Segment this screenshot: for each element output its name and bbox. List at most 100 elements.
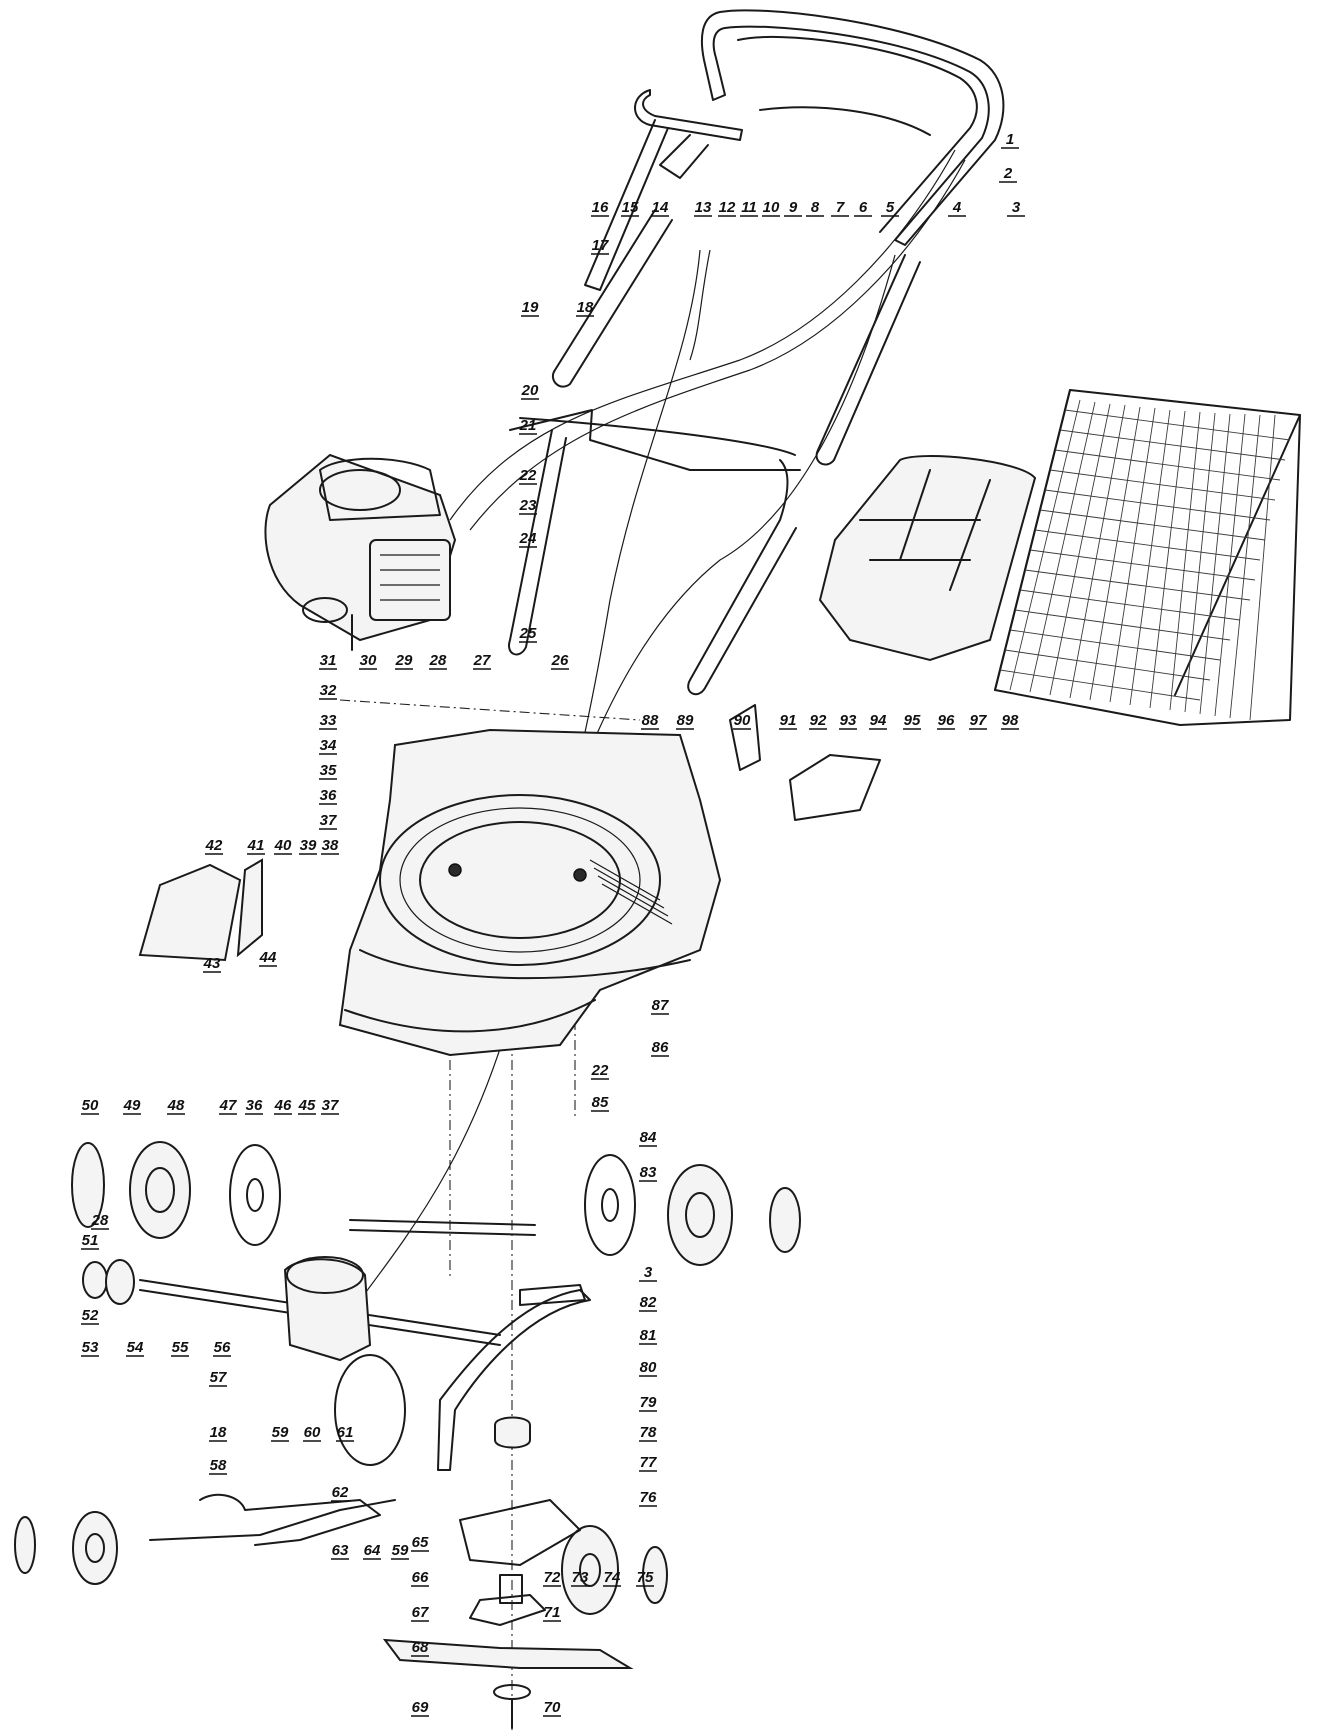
part-callout-36: 36: [319, 787, 337, 805]
part-number-label: 28: [91, 1212, 109, 1229]
part-callout-40: 40: [274, 837, 292, 855]
upper-handle: [584, 9, 1005, 291]
part-callout-17: 17: [591, 237, 609, 255]
part-callout-43: 43: [203, 955, 221, 973]
part-number-label: 5: [886, 199, 895, 216]
part-number-label: 94: [870, 712, 887, 729]
part-number-label: 29: [395, 652, 413, 669]
gearbox-assembly: [82, 1256, 586, 1466]
part-callout-13: 13: [694, 199, 712, 217]
part-number-label: 76: [640, 1489, 657, 1506]
part-callout-31: 31: [319, 652, 337, 670]
part-callout-28: 28: [91, 1212, 109, 1230]
part-number-label: 89: [677, 712, 694, 729]
part-number-label: 22: [591, 1062, 609, 1079]
part-callout-96: 96: [937, 712, 955, 730]
part-callout-32: 32: [319, 682, 337, 700]
part-number-label: 65: [412, 1534, 429, 1551]
part-number-label: 82: [640, 1294, 657, 1311]
part-callout-37: 37: [319, 812, 337, 830]
part-callout-37: 37: [321, 1097, 339, 1115]
part-number-label: 11: [741, 199, 757, 216]
part-callout-95: 95: [903, 712, 921, 730]
part-callout-69: 69: [411, 1699, 429, 1717]
part-callout-80: 80: [639, 1359, 657, 1377]
part-callout-51: 51: [81, 1232, 99, 1250]
part-number-label: 2: [1003, 165, 1013, 182]
part-number-label: 64: [364, 1542, 381, 1559]
part-callout-54: 54: [126, 1339, 144, 1357]
part-number-label: 34: [320, 737, 337, 754]
part-callout-42: 42: [205, 837, 223, 855]
part-callout-8: 8: [806, 199, 824, 217]
engine: [264, 453, 457, 651]
part-number-label: 77: [640, 1454, 657, 1471]
part-callout-63: 63: [331, 1542, 349, 1560]
part-number-label: 36: [246, 1097, 263, 1114]
part-callout-70: 70: [543, 1699, 561, 1717]
part-callout-25: 25: [519, 625, 537, 643]
part-number-label: 80: [640, 1359, 657, 1376]
part-number-label: 18: [577, 299, 594, 316]
part-number-label: 97: [970, 712, 987, 729]
part-number-label: 60: [304, 1424, 321, 1441]
part-number-label: 52: [82, 1307, 99, 1324]
part-callout-71: 71: [543, 1604, 561, 1622]
part-number-label: 37: [322, 1097, 339, 1114]
part-number-label: 58: [210, 1457, 227, 1474]
part-number-label: 46: [274, 1097, 292, 1114]
part-callout-16: 16: [591, 199, 609, 217]
part-callout-98: 98: [1001, 712, 1019, 730]
part-callout-97: 97: [969, 712, 987, 730]
part-number-label: 79: [640, 1394, 657, 1411]
part-callout-18: 18: [209, 1424, 227, 1442]
part-number-label: 71: [544, 1604, 561, 1621]
part-callout-35: 35: [319, 762, 337, 780]
part-callout-73: 73: [571, 1569, 589, 1587]
part-number-label: 88: [642, 712, 659, 729]
part-callout-83: 83: [639, 1164, 657, 1182]
part-callout-3: 3: [639, 1264, 657, 1282]
part-callout-74: 74: [603, 1569, 621, 1587]
blade-assembly: [382, 1416, 634, 1729]
part-callout-27: 27: [473, 652, 491, 670]
part-callout-90: 90: [733, 712, 751, 730]
part-callout-93: 93: [839, 712, 857, 730]
part-number-label: 81: [640, 1327, 657, 1344]
part-number-label: 44: [259, 949, 277, 966]
part-number-label: 35: [320, 762, 337, 779]
part-callout-5: 5: [881, 199, 899, 217]
part-number-label: 66: [412, 1569, 429, 1586]
part-callout-19: 19: [521, 299, 539, 317]
part-number-label: 54: [127, 1339, 144, 1356]
part-callout-22: 22: [519, 467, 537, 485]
part-callout-6: 6: [854, 199, 872, 217]
part-callout-84: 84: [639, 1129, 657, 1147]
part-number-label: 10: [763, 199, 780, 216]
part-number-label: 33: [320, 712, 337, 729]
part-number-label: 38: [322, 837, 339, 854]
part-callout-18: 18: [576, 299, 594, 317]
part-number-label: 7: [836, 199, 845, 216]
part-number-label: 13: [695, 199, 712, 216]
part-callout-65: 65: [411, 1534, 429, 1552]
part-number-label: 25: [519, 625, 537, 642]
part-callout-76: 76: [639, 1489, 657, 1507]
part-callout-77: 77: [639, 1454, 657, 1472]
part-callout-45: 45: [298, 1097, 316, 1115]
part-number-label: 85: [592, 1094, 609, 1111]
part-callout-1: 1: [1001, 131, 1019, 149]
part-callout-44: 44: [259, 949, 277, 967]
mower-deck: [338, 728, 722, 1057]
part-number-label: 32: [320, 682, 337, 699]
part-callout-38: 38: [321, 837, 339, 855]
part-number-label: 3: [1012, 199, 1021, 216]
part-callout-12: 12: [718, 199, 736, 217]
part-callout-78: 78: [639, 1424, 657, 1442]
part-number-label: 14: [652, 199, 669, 216]
part-number-label: 84: [640, 1129, 657, 1146]
part-number-label: 8: [811, 199, 820, 216]
part-callout-92: 92: [809, 712, 827, 730]
part-number-label: 28: [429, 652, 447, 669]
